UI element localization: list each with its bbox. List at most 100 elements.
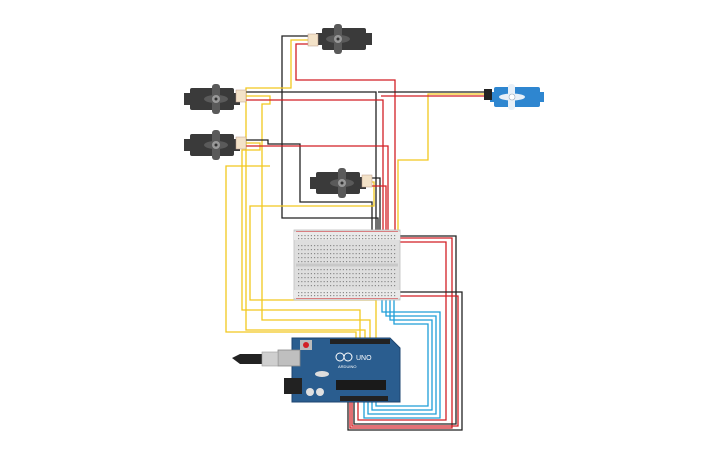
breadboard-hole [333,235,335,237]
breadboard-hole [371,253,373,255]
breadboard-hole [362,281,364,283]
usb-port [277,349,301,367]
wire-blue-1[interactable] [363,282,441,419]
breadboard-hole [336,285,338,287]
breadboard-hole [355,235,357,237]
breadboard-hole [298,285,300,287]
breadboard-hole [310,235,312,237]
breadboard-hole [326,269,328,271]
breadboard-hole [362,235,364,237]
breadboard-hole [336,235,338,237]
breadboard[interactable] [293,229,401,301]
breadboard-hole [342,235,344,237]
breadboard-hole [378,269,380,271]
breadboard-hole [381,261,383,263]
wire-yellow-top-servo[interactable] [245,39,366,340]
wire-black-bb-right-2[interactable] [347,291,463,431]
breadboard-hole [330,253,332,255]
breadboard-hole [336,249,338,251]
breadboard-hole [371,245,373,247]
breadboard-hole [394,277,396,279]
breadboard-hole [326,292,328,294]
servo-left-2[interactable] [184,130,240,160]
wire-red-bb-right[interactable] [349,237,453,429]
breadboard-hole [326,245,328,247]
breadboard-hole [390,261,392,263]
breadboard-hole [371,285,373,287]
breadboard-hole [358,238,360,240]
breadboard-hole [314,273,316,275]
breadboard-hole [362,277,364,279]
breadboard-hole [365,253,367,255]
breadboard-hole [365,261,367,263]
breadboard-hole [390,285,392,287]
wire-blue-2[interactable] [367,282,437,415]
wire-yellow-right[interactable] [397,93,484,232]
servo-top[interactable] [316,24,372,54]
wire-red-bb-right-2[interactable] [357,241,447,421]
breadboard-hole [314,285,316,287]
breadboard-hole [346,295,348,297]
breadboard-hole [323,269,325,271]
breadboard-hole [368,285,370,287]
breadboard-hole [339,281,341,283]
breadboard-hole [333,257,335,259]
breadboard-hole [378,295,380,297]
breadboard-hole [355,281,357,283]
breadboard-hole [365,295,367,297]
breadboard-hole [365,292,367,294]
breadboard-hole [320,295,322,297]
breadboard-hole [371,238,373,240]
wire-red-top-servo[interactable] [295,43,396,232]
breadboard-hole [362,292,364,294]
breadboard-hole [390,292,392,294]
breadboard-hole [387,273,389,275]
breadboard-hole [358,273,360,275]
wire-yellow-signal-a[interactable] [225,165,357,340]
servo-right-blue[interactable] [490,84,544,110]
wire-black-left2[interactable] [244,139,373,232]
servo-top-connector [307,33,319,47]
breadboard-hole [378,292,380,294]
breadboard-hole [314,245,316,247]
wire-black-left1[interactable] [244,91,377,232]
breadboard-hole [365,285,367,287]
breadboard-hole [310,273,312,275]
breadboard-hole [304,245,306,247]
wire-red-left1[interactable] [244,99,384,232]
breadboard-hole [387,245,389,247]
servo-left-1[interactable] [184,84,240,114]
wire-black-middle[interactable] [370,177,381,232]
wire-red-middle[interactable] [370,185,387,232]
breadboard-hole [371,295,373,297]
breadboard-hole [323,249,325,251]
breadboard-hole [326,281,328,283]
wire-black-top-servo[interactable] [281,35,379,232]
breadboard-hole [371,261,373,263]
breadboard-hole [307,257,309,259]
breadboard-hole [394,261,396,263]
breadboard-hole [317,261,319,263]
breadboard-hole [374,292,376,294]
breadboard-hole [317,295,319,297]
wire-black-bb-right[interactable] [353,235,457,425]
breadboard-hole [381,285,383,287]
breadboard-hole [362,253,364,255]
breadboard-hole [381,273,383,275]
arduino-uno[interactable]: UNO ARDUINO [277,337,401,403]
breadboard-hole [330,235,332,237]
breadboard-hole [374,277,376,279]
wire-blue-4[interactable] [375,282,429,407]
breadboard-hole [349,269,351,271]
wire-red-bb-right-3[interactable] [351,295,459,427]
servo-middle[interactable] [310,168,366,198]
wire-yellow-left1[interactable] [244,95,371,340]
breadboard-hole [352,269,354,271]
breadboard-hole [394,253,396,255]
breadboard-hole [394,249,396,251]
wire-blue-3[interactable] [371,282,433,411]
wire-red-left2[interactable] [244,145,389,232]
breadboard-hole [330,261,332,263]
wire-yellow-left2[interactable] [241,142,361,340]
